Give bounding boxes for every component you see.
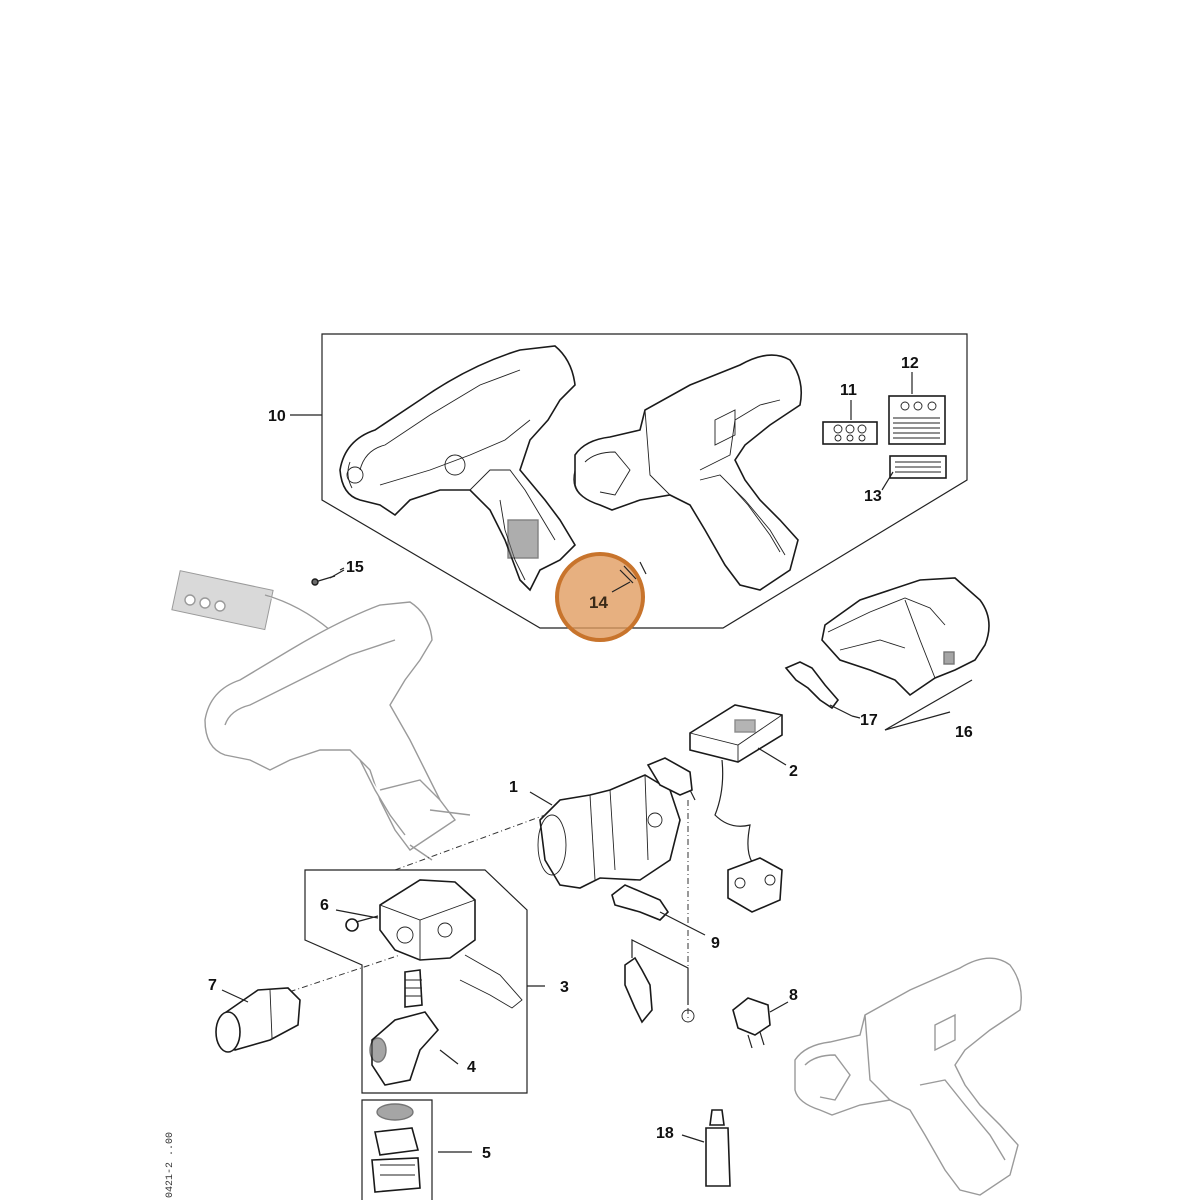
label-7: 7 xyxy=(208,977,217,994)
sticker-12[interactable] xyxy=(888,372,946,445)
ghost-right-housing xyxy=(794,957,1022,1196)
motor-1[interactable] xyxy=(529,774,681,889)
label-14: 14 xyxy=(589,593,608,612)
label-16: 16 xyxy=(955,724,973,741)
battery-cover-16[interactable] xyxy=(821,577,990,731)
ghost-left-housing xyxy=(171,570,471,861)
nozzle-7[interactable] xyxy=(215,987,301,1053)
label-6: 6 xyxy=(320,897,329,914)
label-3: 3 xyxy=(560,979,569,996)
label-9: 9 xyxy=(711,935,720,952)
chuck-adapter-4[interactable] xyxy=(369,969,459,1086)
screw-14[interactable] xyxy=(611,561,647,593)
latch-17[interactable] xyxy=(784,661,853,717)
screw-15[interactable] xyxy=(311,569,345,586)
label-18: 18 xyxy=(656,1125,674,1142)
label-13: 13 xyxy=(864,488,882,505)
alignment-line-1 xyxy=(394,814,546,871)
switch-module-2[interactable] xyxy=(689,704,787,913)
gearbox-group-frame xyxy=(304,869,528,1094)
label-1: 1 xyxy=(509,779,518,796)
switch-8[interactable] xyxy=(732,997,789,1049)
label-15: 15 xyxy=(346,559,364,576)
housing-set-frame xyxy=(321,333,968,629)
sticker-13[interactable] xyxy=(881,455,947,491)
label-8: 8 xyxy=(789,987,798,1004)
gearbox-3[interactable] xyxy=(379,879,545,1009)
trigger-group-9[interactable] xyxy=(611,757,706,1024)
margin-code: 0421-2 ..00 xyxy=(165,1132,176,1198)
label-11: 11 xyxy=(840,382,857,399)
screw-6[interactable] xyxy=(335,909,379,932)
sticker-11[interactable] xyxy=(822,400,878,445)
part5-frame xyxy=(361,1099,433,1200)
label-4: 4 xyxy=(467,1059,476,1076)
highlight-circle-14[interactable] xyxy=(555,552,645,642)
leader-15 xyxy=(339,567,345,571)
label-10: 10 xyxy=(268,408,286,425)
label-12: 12 xyxy=(901,355,919,372)
label-17: 17 xyxy=(860,712,878,729)
left-housing-half[interactable] xyxy=(339,345,577,592)
label-2: 2 xyxy=(789,763,798,780)
alignment-line-2 xyxy=(264,954,401,1001)
right-housing-half[interactable] xyxy=(573,354,803,591)
leader-17 xyxy=(851,715,861,719)
bit-holder-5[interactable] xyxy=(371,1103,472,1193)
label-5: 5 xyxy=(482,1145,491,1162)
grease-tube-18[interactable] xyxy=(681,1109,731,1187)
